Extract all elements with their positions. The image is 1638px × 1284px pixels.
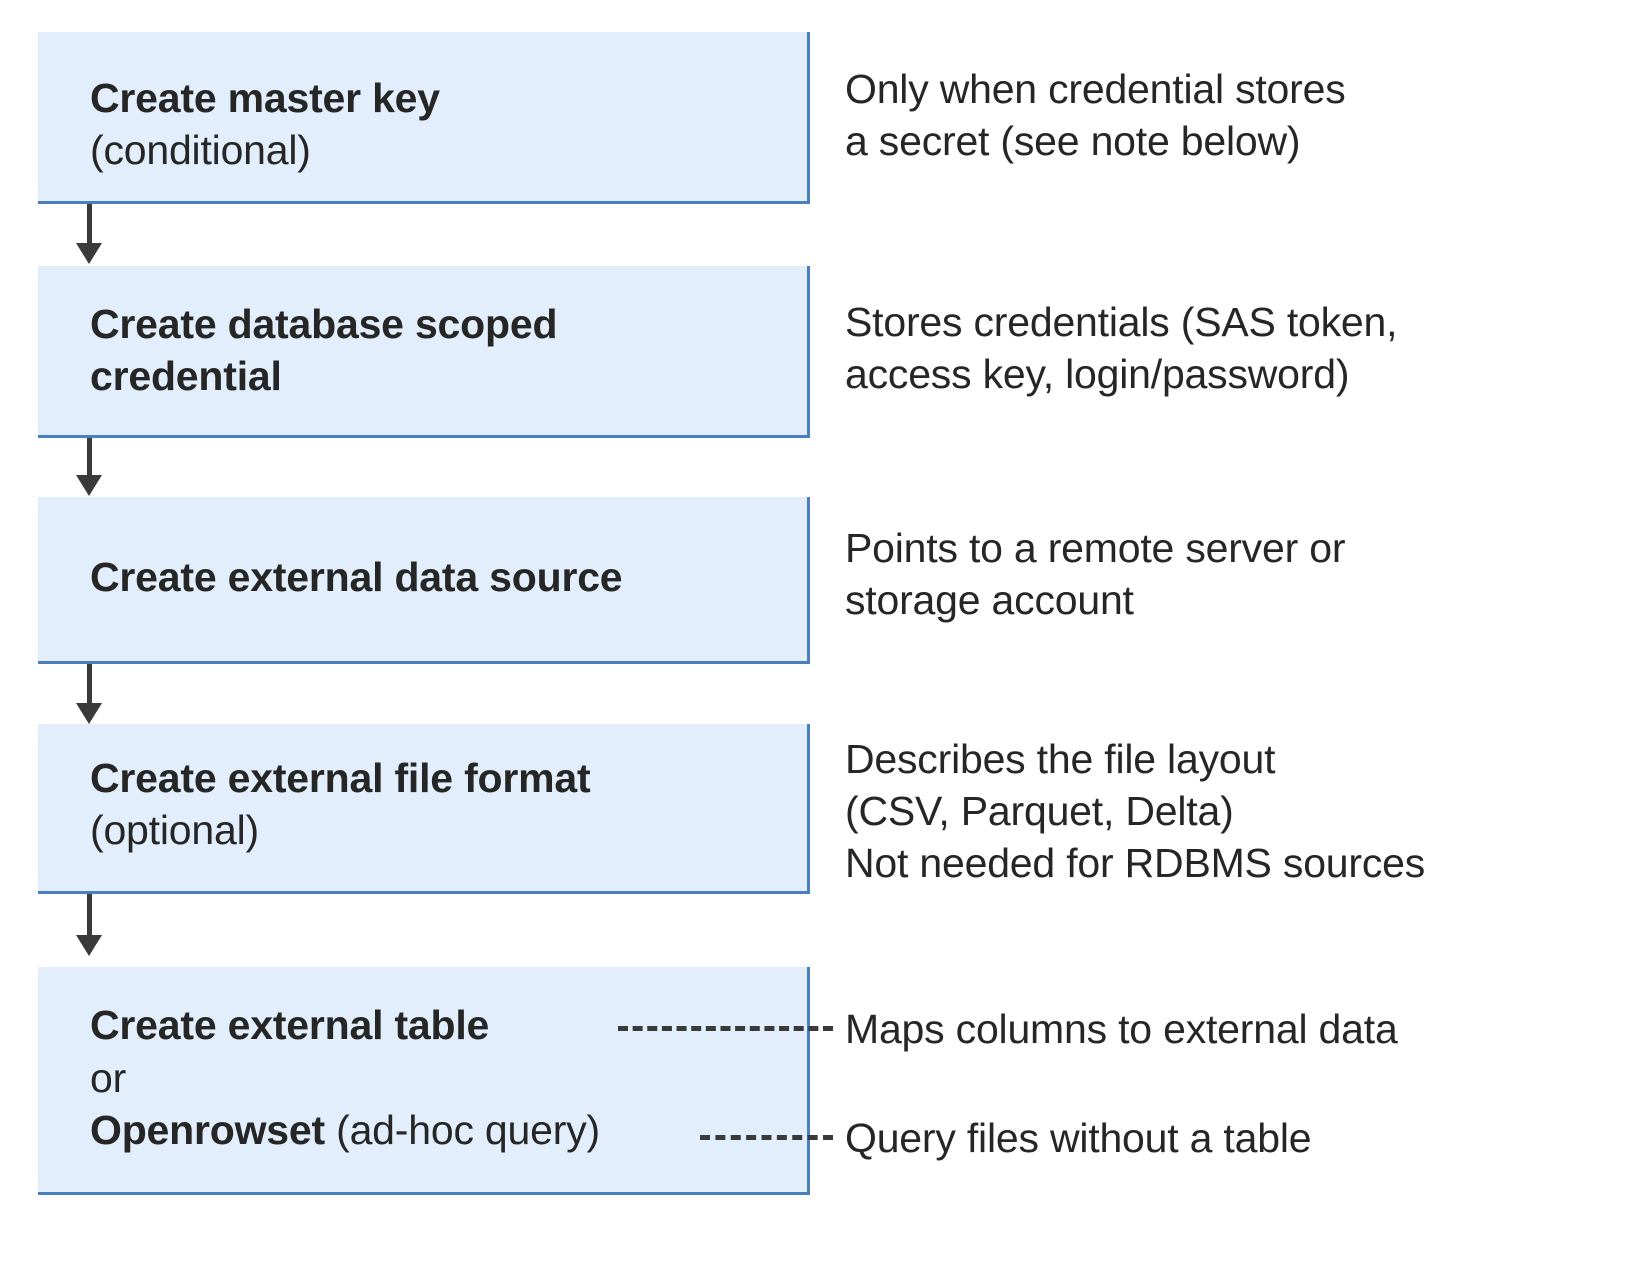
flow-box-title: Create database scoped credential [90, 301, 558, 400]
description-openrowset: Query files without a table [845, 1115, 1312, 1161]
description-create-external-data-source: Points to a remote server or storage acc… [845, 525, 1346, 624]
arrow-down-icon-1 [76, 204, 102, 264]
description-create-master-key: Only when credential stores a secret (se… [845, 66, 1346, 165]
flow-box-create-database-scoped-credential[interactable]: Create database scoped credential [38, 266, 810, 438]
flow-box-title: Create master key [90, 75, 440, 121]
flow-box-create-external-data-source[interactable]: Create external data source [38, 497, 810, 664]
flow-box-subtitle: (conditional) [90, 127, 311, 174]
description-create-database-scoped-credential: Stores credentials (SAS token, access ke… [845, 299, 1398, 398]
flow-box-alt-title: Openrowset [90, 1107, 325, 1153]
arrow-down-icon-4 [76, 894, 102, 956]
dashed-connector-external-table [618, 1026, 833, 1031]
flow-box-title: Create external file format [90, 755, 591, 801]
flow-box-title: Create external table [90, 1002, 490, 1048]
flow-box-create-master-key[interactable]: Create master key (conditional) [38, 32, 810, 204]
flow-box-title: Create external data source [90, 554, 623, 600]
arrow-down-icon-3 [76, 664, 102, 724]
dashed-connector-openrowset [700, 1135, 833, 1140]
description-create-external-table: Maps columns to external data [845, 1006, 1398, 1052]
flow-box-or-label: or [90, 1055, 127, 1101]
flow-box-alt-suffix: (ad-hoc query) [324, 1107, 600, 1153]
flow-box-subtitle: (optional) [90, 807, 259, 854]
flow-box-create-external-file-format[interactable]: Create external file format (optional) [38, 724, 810, 894]
arrow-down-icon-2 [76, 438, 102, 496]
description-create-external-file-format: Describes the file layout (CSV, Parquet,… [845, 736, 1426, 887]
flow-box-create-external-table-or-openrowset[interactable]: Create external table or Openrowset (ad-… [38, 967, 810, 1195]
